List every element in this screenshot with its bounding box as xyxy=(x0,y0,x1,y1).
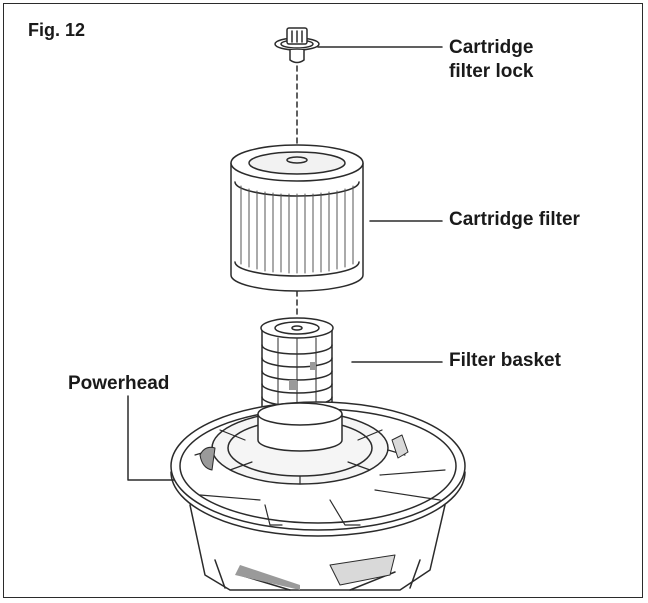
callout-filter-basket: Filter basket xyxy=(449,350,561,371)
cartridge-filter-lock xyxy=(274,27,320,64)
figure-title: Fig. 12 xyxy=(28,20,86,40)
callout-powerhead: Powerhead xyxy=(68,373,170,394)
powerhead xyxy=(170,401,466,591)
cartridge-filter xyxy=(230,144,364,292)
filter-basket xyxy=(260,317,334,420)
callout-cartridge-filter-lock: Cartridge filter lock xyxy=(449,36,533,84)
callout-cartridge-filter: Cartridge filter xyxy=(449,209,580,230)
leader-line-powerhead xyxy=(127,395,179,481)
callout-cartridge-filter-lock-line2: filter lock xyxy=(449,61,534,82)
figure-frame xyxy=(3,3,643,598)
callout-cartridge-filter-lock-line1: Cartridge xyxy=(449,37,534,58)
leader-lines xyxy=(127,46,443,481)
